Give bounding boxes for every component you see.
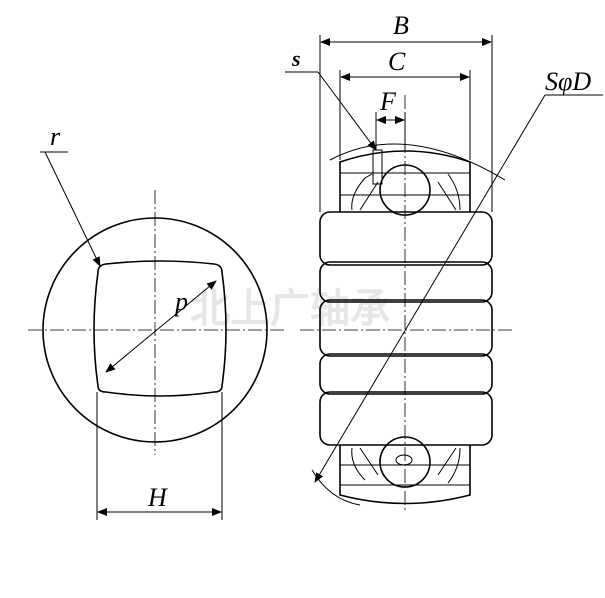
SD-leader [314, 94, 546, 483]
outer-ring-bottom [339, 445, 471, 505]
s-leader [317, 71, 377, 151]
end-view: r d H [28, 122, 285, 520]
inner-ring-seg [319, 299, 493, 357]
ball-top [379, 164, 431, 216]
sphere-arc-top [329, 143, 506, 181]
seal-top [351, 173, 461, 211]
outer-ring-top [339, 150, 471, 212]
inner-ring-seg [319, 353, 493, 395]
H-label: H [147, 483, 168, 512]
r-label: r [50, 122, 61, 151]
seal-bottom [351, 447, 461, 484]
F-label: F [379, 87, 397, 116]
section-view: B C F s SφD [285, 11, 603, 510]
ball-bottom [379, 436, 431, 488]
sphere-arc-bottom [311, 469, 361, 506]
set-screw [395, 454, 413, 466]
set-screw-hole [372, 149, 383, 185]
s-label: s [291, 46, 301, 71]
r-leader [44, 151, 101, 267]
C-label: C [388, 47, 406, 76]
d-dimension [105, 280, 217, 373]
SD-label: SφD [545, 67, 591, 96]
watermark: 北上广轴承 [190, 286, 390, 332]
inner-ring-seg [319, 261, 493, 303]
B-label: B [393, 11, 409, 40]
square-bore [93, 260, 227, 397]
d-label: d [174, 292, 188, 321]
inner-ring-seg [319, 211, 493, 266]
inner-ring-seg [319, 391, 493, 446]
